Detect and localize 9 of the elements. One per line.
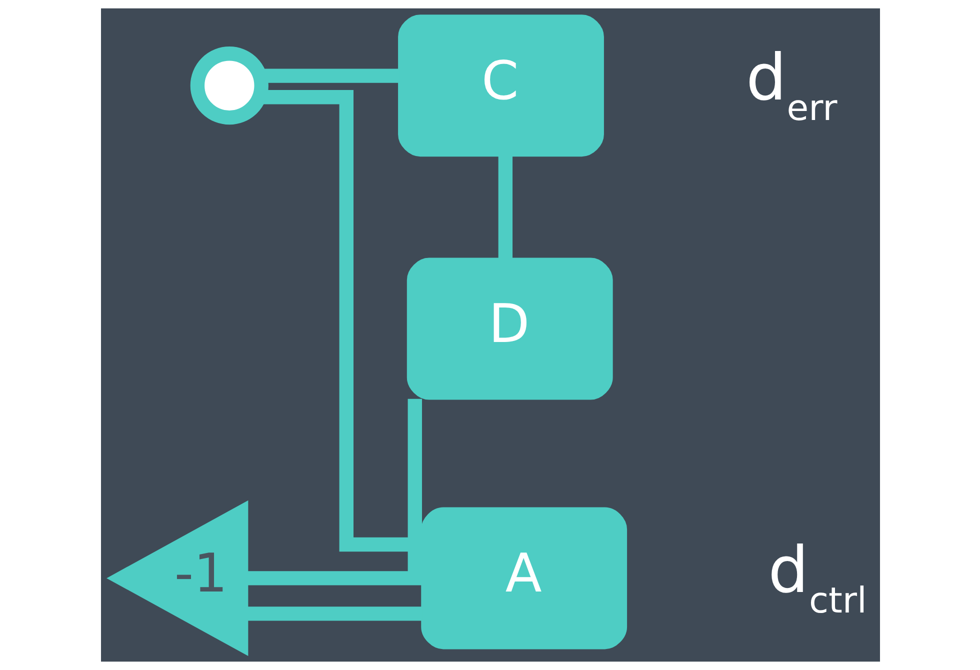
label: d$_{err}$ — [745, 41, 837, 129]
connector — [246, 398, 422, 586]
label: d$_{ctrl}$ — [768, 534, 866, 622]
node-box: A — [420, 507, 627, 650]
connector — [498, 156, 512, 259]
node-box: D — [406, 258, 612, 400]
node-circle — [190, 46, 268, 125]
node-box: C — [398, 14, 604, 157]
connector — [247, 606, 422, 621]
